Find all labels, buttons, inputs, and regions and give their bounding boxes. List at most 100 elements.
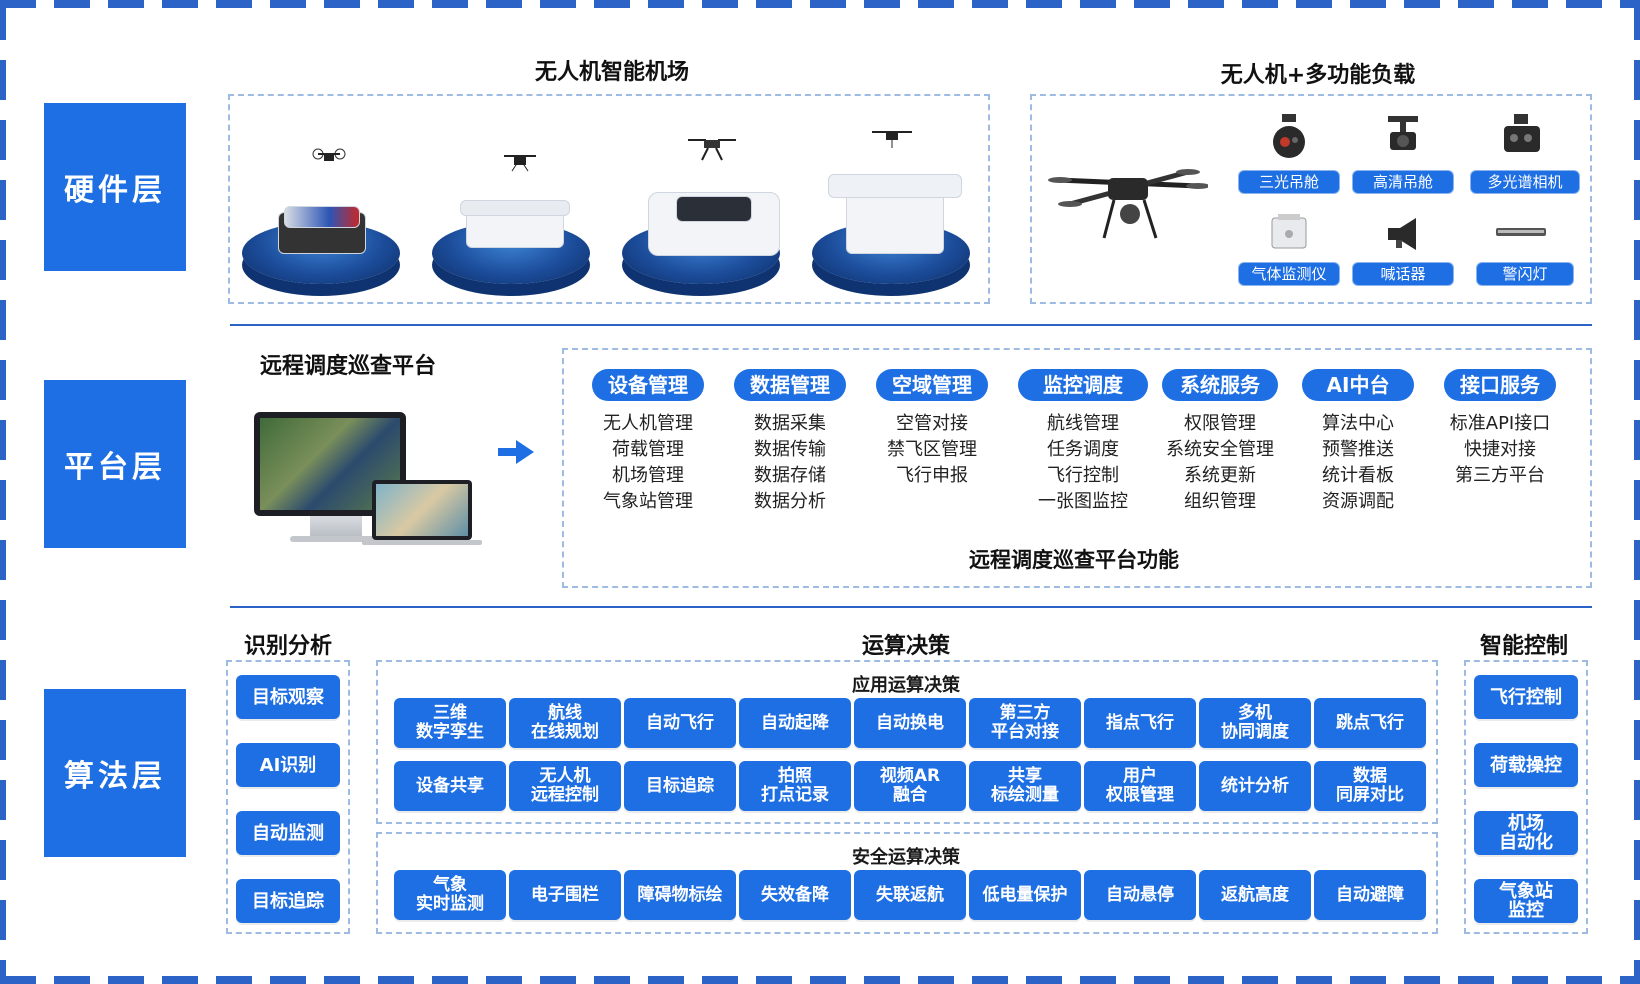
recognition-item-button[interactable]: 目标追踪 [236,879,340,923]
payload-title: 无人机+多功能负载 [1220,63,1416,88]
list-item: 预警推送 [1322,439,1394,460]
decision-button[interactable]: 三维 数字孪生 [394,698,506,748]
list-item: 禁飞区管理 [887,439,977,460]
list-item: 组织管理 [1184,491,1256,512]
decision-button[interactable]: 用户 权限管理 [1084,761,1196,811]
list-item: 飞行控制 [1047,465,1119,486]
list-item: 系统更新 [1184,465,1256,486]
recognition-panel [226,660,350,934]
safety-button[interactable]: 气象 实时监测 [394,870,506,920]
payload-tag-0: 三光吊舱 [1238,170,1340,194]
control-item-button[interactable]: 气象站 监控 [1474,879,1578,923]
safety-button[interactable]: 返航高度 [1199,870,1311,920]
list-item: 快捷对接 [1464,439,1536,460]
safety-button[interactable]: 低电量保护 [969,870,1081,920]
decision-title: 运算决策 [861,634,951,659]
decision-button[interactable]: 设备共享 [394,761,506,811]
layer-platform: 平台层 [44,380,186,548]
list-item: 算法中心 [1322,413,1394,434]
decision-button[interactable]: 自动换电 [854,698,966,748]
decision-button[interactable]: 多机 协同调度 [1199,698,1311,748]
gimbal-camera-icon [1273,114,1305,158]
decision-button[interactable]: 航线 在线规划 [509,698,621,748]
decision-button[interactable]: 指点飞行 [1084,698,1196,748]
safety-button[interactable]: 自动避障 [1314,870,1426,920]
safety-button[interactable]: 失联返航 [854,870,966,920]
safety-decision-title: 安全运算决策 [852,847,960,868]
platform-title: 远程调度巡查平台 [260,354,437,379]
payload-tag-2: 多光谱相机 [1470,170,1580,194]
multispectral-camera-icon [1504,114,1540,152]
decision-button[interactable]: 拍照 打点记录 [739,761,851,811]
frame-right-border [1634,0,1640,984]
list-item: 数据存储 [754,465,826,486]
drone-icon [1048,169,1208,239]
frame-top-border [0,0,1640,8]
decision-button[interactable]: 数据 同屏对比 [1314,761,1426,811]
list-item: 任务调度 [1047,439,1119,460]
list-item: 无人机管理 [603,413,693,434]
platform-col-list: 航线管理 任务调度 飞行控制 一张图监控 [1018,411,1148,515]
gas-monitor-icon [1271,214,1307,249]
platform-col-list: 数据采集 数据传输 数据存储 数据分析 [730,411,850,515]
airport-title: 无人机智能机场 [534,60,690,85]
payload-tag-5: 警闪灯 [1476,262,1574,286]
list-item: 一张图监控 [1038,491,1128,512]
platform-col-header: 空域管理 [876,369,988,401]
app-decision-title: 应用运算决策 [852,675,960,696]
list-item: 系统安全管理 [1166,439,1274,460]
list-item: 第三方平台 [1455,465,1545,486]
frame-left-border [0,0,6,984]
list-item: 数据采集 [754,413,826,434]
recognition-item-button[interactable]: 目标观察 [236,675,340,719]
control-item-button[interactable]: 飞行控制 [1474,675,1578,719]
payload-tag-4: 喊话器 [1352,262,1454,286]
list-item: 数据分析 [754,491,826,512]
warning-light-icon [1496,228,1546,236]
decision-button[interactable]: 自动起降 [739,698,851,748]
platform-col-list: 空管对接 禁飞区管理 飞行申报 [872,411,992,489]
control-item-button[interactable]: 机场 自动化 [1474,811,1578,855]
decision-button[interactable]: 目标追踪 [624,761,736,811]
arrow-right-icon [498,440,534,464]
list-item: 统计看板 [1322,465,1394,486]
app-decision-panel [376,660,1438,824]
recognition-item-button[interactable]: 自动监测 [236,811,340,855]
safety-button[interactable]: 自动悬停 [1084,870,1196,920]
list-item: 飞行申报 [896,465,968,486]
list-item: 权限管理 [1184,413,1256,434]
control-panel [1464,660,1588,934]
decision-button[interactable]: 无人机 远程控制 [509,761,621,811]
decision-button[interactable]: 统计分析 [1199,761,1311,811]
list-item: 荷载管理 [612,439,684,460]
list-item: 资源调配 [1322,491,1394,512]
recognition-item-button[interactable]: AI识别 [236,743,340,787]
control-title: 智能控制 [1479,634,1569,659]
platform-col-header: 监控调度 [1018,369,1148,401]
platform-function-panel [562,348,1592,588]
control-item-button[interactable]: 荷载操控 [1474,743,1578,787]
decision-button[interactable]: 第三方 平台对接 [969,698,1081,748]
decision-button[interactable]: 共享 标绘测量 [969,761,1081,811]
platform-col-header: 数据管理 [734,369,846,401]
decision-button[interactable]: 自动飞行 [624,698,736,748]
list-item: 航线管理 [1047,413,1119,434]
safety-button[interactable]: 失效备降 [739,870,851,920]
payload-panel [1030,94,1592,304]
platform-col-list: 权限管理 系统安全管理 系统更新 组织管理 [1154,411,1286,515]
payload-tag-1: 高清吊舱 [1352,170,1454,194]
safety-button[interactable]: 障碍物标绘 [624,870,736,920]
platform-col-list: 无人机管理 荷载管理 机场管理 气象站管理 [588,411,708,515]
decision-button[interactable]: 跳点飞行 [1314,698,1426,748]
divider-hardware-platform [230,324,1592,326]
safety-decision-panel [376,832,1438,934]
recognition-title: 识别分析 [243,634,333,659]
platform-col-list: 算法中心 预警推送 统计看板 资源调配 [1298,411,1418,515]
list-item: 空管对接 [896,413,968,434]
safety-button[interactable]: 电子围栏 [509,870,621,920]
decision-button[interactable]: 视频AR 融合 [854,761,966,811]
list-item: 气象站管理 [603,491,693,512]
divider-platform-algorithm [230,606,1592,608]
list-item: 标准API接口 [1449,413,1551,434]
airport-panel [228,94,990,304]
